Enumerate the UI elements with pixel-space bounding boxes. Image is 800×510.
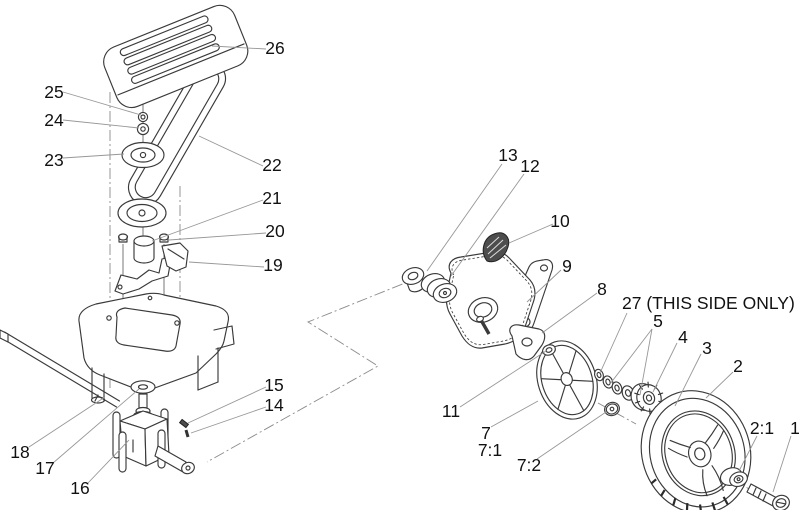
callout-7: 7: [481, 423, 491, 443]
spacer-washer: [542, 344, 556, 356]
callout-9: 9: [562, 256, 572, 276]
belt-cover: [103, 4, 249, 109]
callout-15: 15: [264, 375, 283, 395]
callout-27-note: 27 (THIS SIDE ONLY): [622, 293, 795, 313]
callout-labels: 1 2 2:1 3 4 5 7 7:1 7:2 8 9 10 11 12 13 …: [10, 38, 800, 498]
callout-18: 18: [10, 442, 29, 462]
callout-13: 13: [498, 145, 517, 165]
gear-cover-plate: [445, 250, 536, 349]
wheel-dust-cover: [536, 340, 598, 420]
thrust-washer-b: [611, 381, 623, 395]
hub-cap: [604, 401, 620, 417]
callout-2: 2: [733, 356, 743, 376]
lower-pulley: [117, 198, 167, 228]
belt-keeper-bracket: [114, 242, 189, 295]
callout-21: 21: [262, 188, 281, 208]
gearbox: [112, 408, 195, 475]
callout-11: 11: [442, 401, 460, 421]
callout-19: 19: [263, 255, 282, 275]
axle-shaft: [0, 329, 121, 408]
spacer: [133, 235, 155, 264]
callout-8: 8: [597, 279, 607, 299]
lock-nut: [137, 111, 149, 123]
input-pulley-stack: [420, 273, 458, 303]
transmission-housing: [78, 292, 235, 404]
callout-26: 26: [265, 38, 284, 58]
mounting-bolt-left: [117, 233, 129, 243]
leader-lines: [28, 45, 792, 493]
upper-pulley: [121, 141, 165, 169]
shaft-key: [178, 418, 190, 429]
wheel-flange-nut: [719, 467, 748, 488]
wheel-spokes: [667, 424, 725, 497]
callout-4: 4: [678, 327, 688, 347]
callout-25: 25: [44, 82, 63, 102]
callout-24: 24: [44, 110, 64, 130]
callout-12: 12: [520, 156, 539, 176]
e-ring-27: [594, 368, 604, 382]
ratchet-pawl: [482, 232, 510, 263]
callout-23: 23: [44, 150, 63, 170]
callout-7-1: 7:1: [478, 440, 502, 460]
callout-17: 17: [35, 458, 54, 478]
callout-5: 5: [653, 311, 663, 331]
callout-10: 10: [550, 211, 570, 231]
pinion-gear: [630, 381, 664, 415]
callout-7-2: 7:2: [517, 455, 541, 475]
callout-14: 14: [264, 395, 284, 415]
washer-24: [136, 122, 150, 136]
wheel-bolt: [746, 483, 790, 510]
callout-1: 1: [790, 418, 800, 438]
callout-3: 3: [702, 338, 712, 358]
roll-pin: [184, 429, 190, 438]
flanged-bushing: [401, 267, 426, 293]
callout-22: 22: [262, 155, 281, 175]
shift-plate: [509, 324, 546, 361]
callout-20: 20: [265, 221, 285, 241]
flat-washer-17: [130, 380, 156, 394]
callout-16: 16: [70, 478, 89, 498]
callout-2-1: 2:1: [750, 418, 774, 438]
